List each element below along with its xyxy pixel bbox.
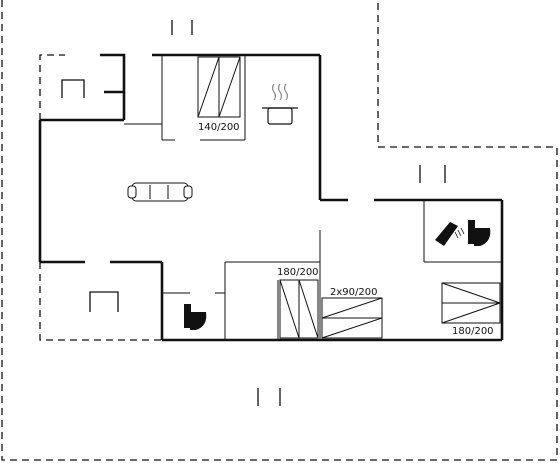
cooking-pot-icon <box>262 83 298 125</box>
interior-walls <box>124 55 502 340</box>
bed-bunk-room <box>321 297 383 339</box>
dashed-annex-bottom-left <box>39 262 162 341</box>
bed-size-label-upper: 140/200 <box>198 122 240 133</box>
door-gap-icon <box>171 20 446 406</box>
bed-middle-bedroom <box>279 279 319 339</box>
dashed-annex-top-left <box>39 54 65 120</box>
bed-upper-bedroom <box>197 56 241 118</box>
bed-right-bedroom <box>441 282 501 324</box>
bed-size-label-right: 180/200 <box>452 326 494 337</box>
bed-size-label-bunk: 2x90/200 <box>330 287 377 298</box>
sofa-icon <box>127 182 193 202</box>
table-icon-top-left <box>61 79 85 98</box>
table-icon-bottom-left <box>89 291 119 312</box>
toilet-icon <box>468 220 491 246</box>
toilet-icon <box>184 304 207 330</box>
shower-icon <box>435 222 465 246</box>
exterior-walls <box>38 53 504 342</box>
bed-size-label-middle: 180/200 <box>277 267 319 278</box>
